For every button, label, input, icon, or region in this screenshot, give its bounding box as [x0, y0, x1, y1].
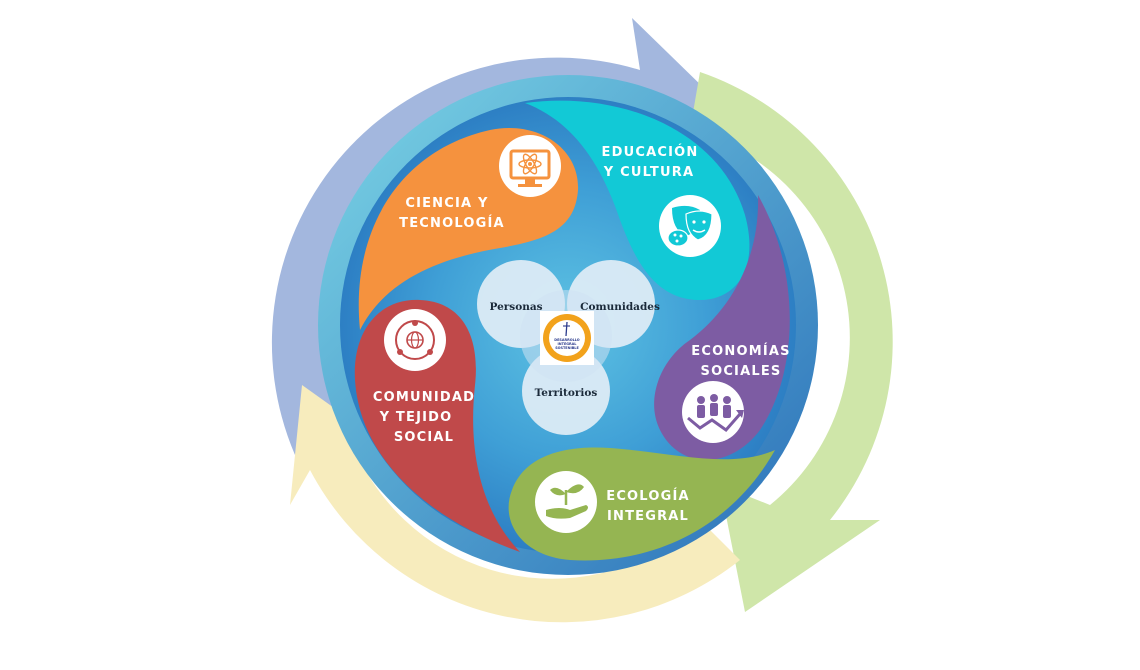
- label-comunidad-3: SOCIAL: [394, 430, 454, 445]
- label-ciencia-1: CIENCIA Y: [405, 196, 488, 211]
- label-educacion-2: Y CULTURA: [603, 165, 694, 180]
- label-ecologia-2: INTEGRAL: [607, 509, 689, 524]
- label-ecologia-1: ECOLOGÍA: [606, 488, 690, 504]
- label-comunidad-2: Y TEJIDO: [379, 410, 453, 425]
- label-economias-2: SOCIALES: [701, 364, 782, 379]
- label-comunidad-1: COMUNIDAD: [373, 390, 475, 405]
- venn-label-personas: Personas: [489, 301, 542, 313]
- logo-line-2: INTEGRAL: [558, 342, 578, 346]
- venn-label-comunidades: Comunidades: [580, 301, 660, 313]
- monitor-atom-icon: [499, 135, 561, 197]
- logo-line-1: DESARROLLO: [554, 338, 580, 342]
- globe-network-icon: [384, 309, 446, 371]
- theater-masks-palette-icon: [659, 195, 721, 257]
- arrow-green: [690, 72, 893, 612]
- center-logo: DESARROLLO INTEGRAL SOSTENIBLE: [540, 311, 594, 365]
- people-growth-icon: [682, 381, 744, 443]
- arrow-yellow: [290, 385, 740, 623]
- venn-label-territorios: Territorios: [535, 387, 598, 399]
- label-ciencia-2: TECNOLOGÍA: [399, 215, 505, 231]
- hand-plant-icon: [535, 471, 597, 533]
- label-economias-1: ECONOMÍAS: [691, 343, 790, 359]
- label-educacion-1: EDUCACIÓN: [602, 144, 699, 160]
- logo-line-3: SOSTENIBLE: [555, 346, 579, 350]
